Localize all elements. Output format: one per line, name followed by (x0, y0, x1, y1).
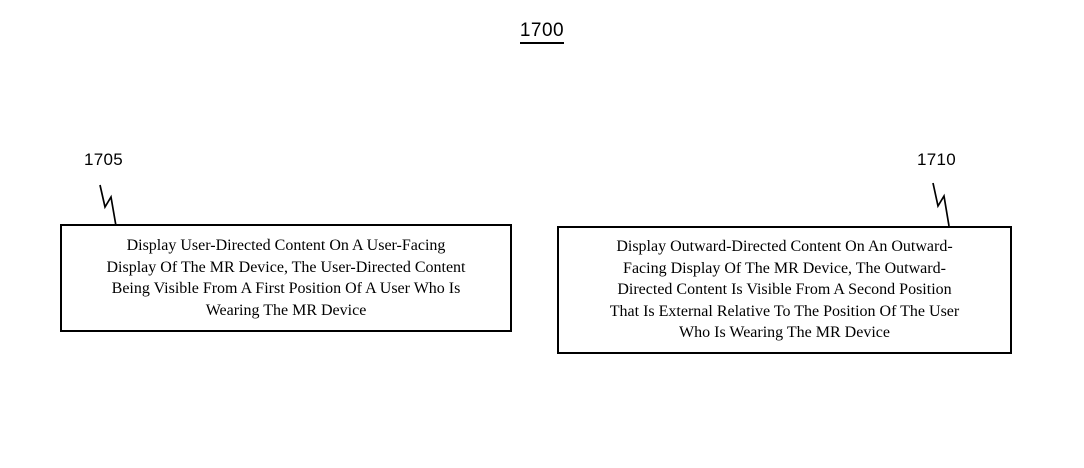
process-box-1710-line-1: Display Outward-Directed Content On An O… (616, 238, 953, 256)
process-box-1705: Display User-Directed Content On A User-… (60, 224, 512, 332)
figure-number: 1700 (0, 20, 1084, 44)
process-box-1710-line-3: Directed Content Is Visible From A Secon… (617, 281, 952, 299)
leader-line-1705 (99, 184, 117, 227)
process-box-1705-text: Display User-Directed Content On A User-… (62, 235, 510, 321)
process-box-1710-line-5: Who Is Wearing The MR Device (679, 324, 890, 342)
reference-numeral-1710: 1710 (917, 150, 957, 169)
process-box-1705-line-4: Wearing The MR Device (205, 301, 367, 319)
process-box-1710-text: Display Outward-Directed Content On An O… (559, 236, 1010, 344)
process-box-1710: Display Outward-Directed Content On An O… (557, 226, 1012, 354)
process-box-1705-line-1: Display User-Directed Content On A User-… (126, 237, 446, 254)
process-box-1710-line-2: Facing Display Of The MR Device, The Out… (623, 259, 946, 277)
figure-number-text: 1700 (519, 20, 565, 44)
process-box-1705-line-3: Being Visible From A First Position Of A… (111, 280, 461, 297)
process-box-1710-line-4: That Is External Relative To The Positio… (609, 302, 960, 320)
process-box-1705-line-2: Display Of The MR Device, The User-Direc… (106, 258, 466, 276)
leader-line-1710 (932, 182, 950, 227)
reference-numeral-1705: 1705 (84, 150, 124, 169)
